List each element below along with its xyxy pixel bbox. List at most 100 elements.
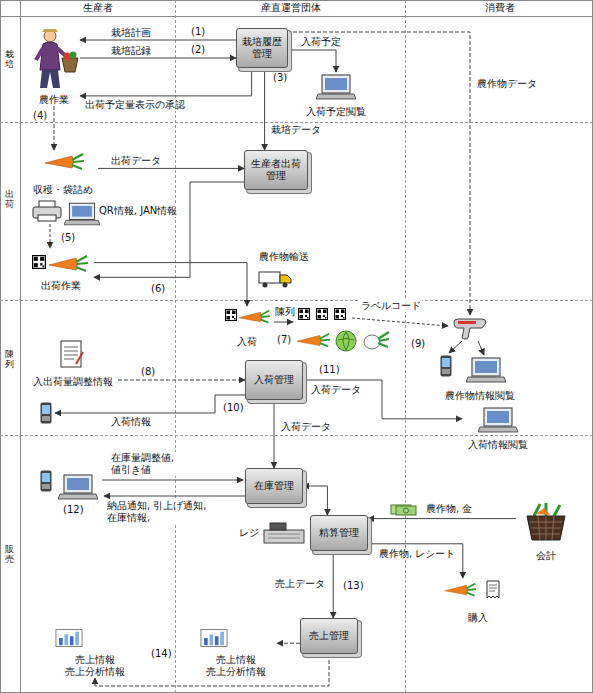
connector [98, 168, 244, 169]
edge-label: 出荷データ [110, 155, 162, 167]
column-header: 生産者 [82, 2, 114, 14]
carrot-icon [45, 154, 84, 169]
leader-arrows [50, 32, 484, 496]
edge-label: 入荷データ [310, 384, 362, 396]
node-text: 会計 [535, 550, 557, 562]
connector [80, 40, 236, 41]
callout-number: (5) [60, 232, 76, 244]
node-text: 精算管理 [319, 527, 359, 539]
flow-arrow [55, 395, 245, 413]
chart-icon [201, 629, 227, 646]
column-divider [405, 0, 406, 693]
node-text: 入荷情報閲覧 [467, 439, 529, 451]
connector [303, 486, 327, 515]
report-node: 売上情報売上分析情報 [195, 628, 277, 678]
purchase-node: 購入 [440, 578, 516, 624]
carrot-icon [445, 584, 476, 596]
connector [94, 263, 247, 306]
document-icon [61, 341, 83, 367]
flow-arrow [102, 480, 243, 481]
connector [333, 551, 334, 618]
scanner-icon [454, 319, 486, 339]
callout-number: (6) [150, 283, 166, 295]
connector [80, 68, 252, 96]
register-icon [264, 523, 304, 543]
basket-icon [527, 503, 565, 540]
node-text: 売上管理 [309, 630, 349, 642]
data-arrow [287, 32, 470, 315]
callout-number: (9) [410, 338, 426, 350]
farmer-node: 農作業 [28, 28, 80, 106]
node-text: 入荷管理 [254, 374, 294, 386]
node-text: 収穫・袋詰め [32, 184, 94, 196]
node-text: 在庫管理 [254, 480, 294, 492]
node-text: 売上分析情報 [64, 666, 126, 678]
callout-number: (10) [222, 402, 245, 414]
connector [277, 643, 300, 644]
qr-icon [226, 310, 237, 321]
row-divider [0, 300, 593, 301]
callout-number: (8) [140, 366, 156, 378]
edge-label: 出荷予定量表示の承認 [84, 99, 186, 111]
callout-number: (4) [32, 110, 48, 122]
connector [368, 518, 516, 519]
node-text: 売上情報 [215, 654, 257, 666]
system-box: 在庫管理 [245, 468, 303, 504]
edge-label: 栽培計画 [110, 27, 152, 39]
system-box: 入荷管理 [245, 360, 303, 400]
row-divider [0, 122, 593, 123]
phone-icon [441, 356, 452, 377]
connector [80, 58, 236, 59]
callout-number: (7) [276, 334, 292, 346]
lane-rule [20, 0, 21, 693]
terminal-node: 入荷予定閲覧 [300, 72, 372, 118]
laptop-icon [58, 475, 98, 499]
shipping-node: 出荷作業 [28, 250, 94, 292]
harvest-node: 収穫・袋詰め [28, 150, 98, 196]
connector [288, 50, 336, 72]
laptop-icon [316, 75, 356, 99]
terminal-node: 農作物情報閲覧 [432, 352, 528, 402]
node-text: 売上情報 [74, 654, 116, 666]
flow-arrow [352, 318, 448, 326]
edge-label: 入荷予定 [300, 36, 342, 48]
callout-number: (3) [272, 72, 288, 84]
row-label: 出荷 [5, 190, 14, 210]
cabbage-icon [336, 331, 356, 351]
laptop-icon [478, 408, 518, 432]
checkout-node: 会計 [516, 500, 576, 562]
node-text: 入荷予定閲覧 [305, 106, 367, 118]
connector [303, 380, 462, 419]
edge-label: QR情報, JAN情報 [98, 205, 178, 217]
row-divider [0, 435, 593, 436]
flow-label: 入荷情報 [110, 416, 152, 428]
receipt-icon [487, 581, 499, 598]
flow-label: ラベルコード [360, 300, 422, 312]
money-icon [391, 505, 416, 515]
turnip-icon [364, 332, 389, 349]
node-text: 購入 [467, 612, 489, 624]
truck-icon [259, 272, 291, 288]
carrot-icon [49, 256, 88, 271]
node-text: 出荷作業 [40, 280, 82, 292]
flow-arrow [478, 341, 484, 355]
flow-label: 農作物データ [476, 78, 538, 90]
system-box: 売上管理 [300, 618, 358, 654]
flow-label: 在庫量調整値, 値引き値 [110, 452, 184, 476]
qr-icon [33, 256, 46, 269]
phone-icon [41, 471, 52, 492]
connector [264, 68, 265, 150]
edge-label: 栽培記録 [110, 45, 152, 57]
farmer-figure [36, 29, 78, 88]
edge-label: 農作物, レシート [378, 548, 456, 560]
connector [118, 380, 245, 381]
printer-icon [33, 201, 61, 221]
callout-number: (2) [190, 44, 206, 56]
chart-icon [56, 629, 82, 646]
system-box: 栽培履歴管理 [236, 28, 288, 68]
node-text: 農作物情報閲覧 [444, 390, 516, 402]
system-box: 精算管理 [310, 515, 368, 551]
node-text: 売上分析情報 [205, 666, 267, 678]
laptop-icon [64, 203, 100, 225]
